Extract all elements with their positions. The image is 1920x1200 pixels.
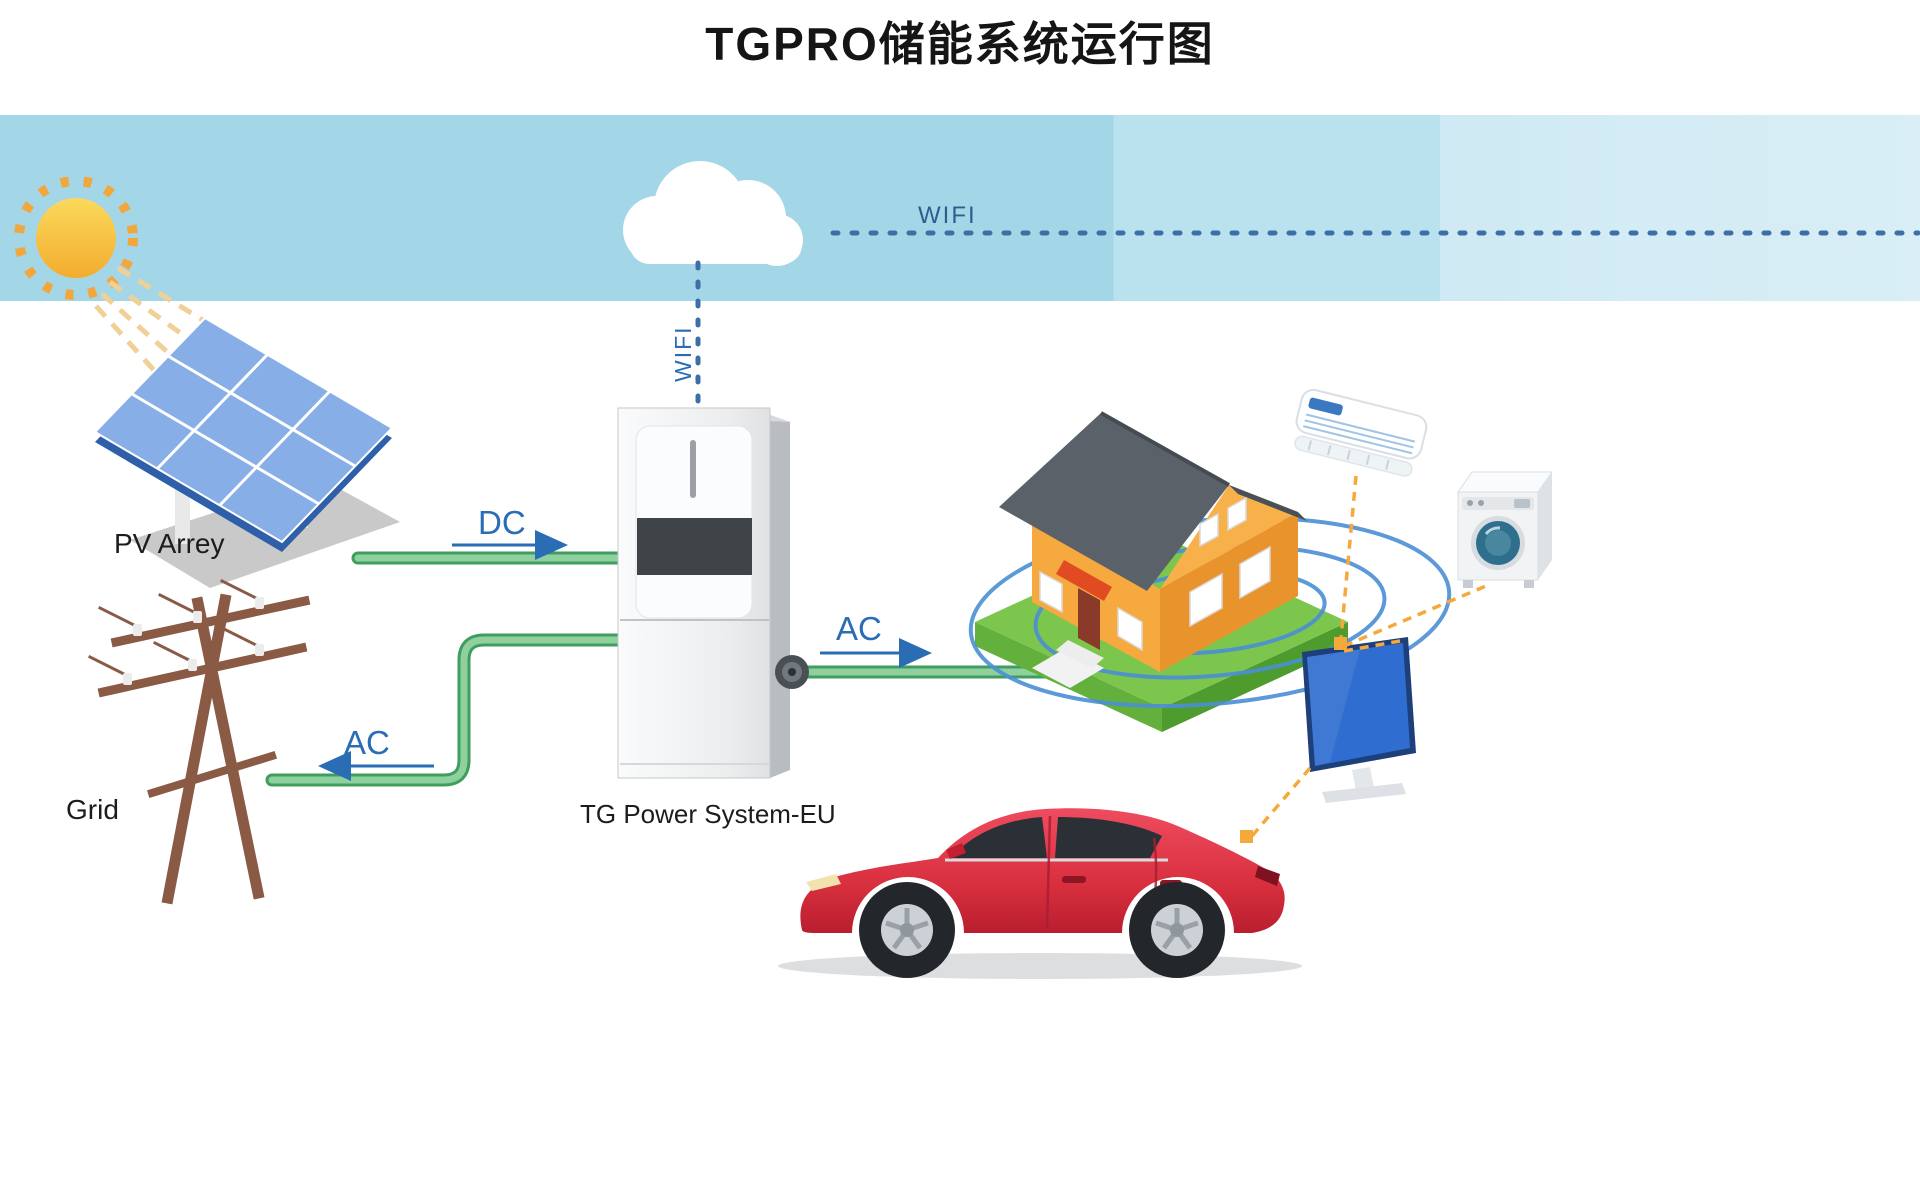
car-illustration [778, 808, 1302, 979]
link-tv-to-car [1250, 766, 1312, 838]
house-awning [1056, 560, 1112, 601]
link-nodes [1240, 637, 1347, 843]
pv-array-label: PV Arrey [114, 528, 225, 559]
house-illustration [999, 411, 1307, 688]
link-node-car [1240, 830, 1253, 843]
cloud-icon [623, 161, 803, 266]
wifi-dotted-lines [695, 230, 1920, 408]
sun-icon [14, 176, 138, 300]
solar-panel-illustration [93, 316, 400, 588]
tv-icon [1302, 637, 1416, 803]
wifi-inverter-label: WIFI [670, 325, 696, 382]
power-cabinet-illustration [617, 407, 809, 779]
power-system-label: TG Power System-EU [580, 799, 836, 829]
link-node-house [1334, 637, 1347, 650]
ac-cable-inverter-to-grid [265, 633, 632, 787]
link-house-to-ac [1339, 475, 1358, 639]
flow-arrows [318, 530, 932, 781]
house-steps [1056, 640, 1104, 668]
appliance-links [1250, 475, 1487, 838]
house-windows [1039, 496, 1271, 652]
grid-label: Grid [66, 794, 119, 825]
car-rear-wheel [1129, 882, 1225, 978]
house-door [1078, 588, 1100, 650]
cabinet-output-knob [775, 655, 809, 689]
wifi-cloud-label: WIFI [918, 202, 977, 229]
page-title: TGPRO储能系统运行图 [705, 18, 1215, 70]
link-house-to-washer [1343, 584, 1487, 648]
ac-grid-flow-label: AC [344, 724, 390, 761]
ac-house-flow-label: AC [836, 610, 882, 647]
washing-machine-icon [1457, 471, 1553, 588]
car-front-wheel [859, 882, 955, 978]
sky-band [0, 115, 1920, 301]
dc-flow-label: DC [478, 504, 526, 541]
air-conditioner-icon [1294, 388, 1428, 477]
utility-pole-illustration [87, 578, 311, 905]
